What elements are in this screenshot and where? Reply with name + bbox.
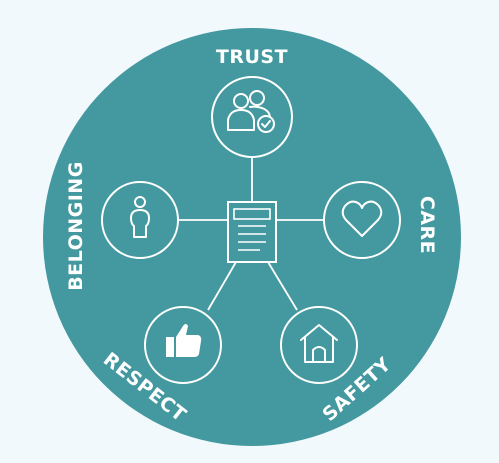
node-ring-trust [211,76,293,158]
node-ring-safety [280,306,358,384]
label-care: CARE [416,196,438,254]
connector-respect [207,261,237,311]
node-ring-respect [144,306,222,384]
node-trust [211,76,293,158]
node-safety [280,306,358,384]
node-respect [144,306,222,384]
person-icon [130,196,150,238]
label-belonging: BELONGING [65,161,87,291]
heart-icon [341,200,383,237]
label-trust: TRUST [216,46,288,68]
connector-lines [178,158,324,311]
node-belonging [101,181,179,259]
house-icon [300,324,338,363]
people-check-icon [227,90,275,133]
connector-safety [267,261,298,311]
node-ring-care [323,181,401,259]
thumbs-up-icon [166,324,202,357]
node-care [323,181,401,259]
node-ring-belonging [101,181,179,259]
document-icon [227,201,277,263]
